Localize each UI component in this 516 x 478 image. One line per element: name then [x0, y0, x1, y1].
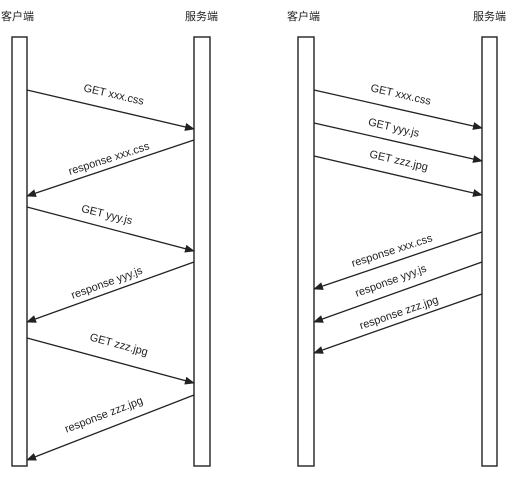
left-label-get-zzz-jpg: GET zzz.jpg — [88, 332, 149, 359]
right-server-lifeline — [481, 36, 498, 467]
left-client-header: 客户端 — [1, 9, 34, 23]
left-server-header: 服务端 — [185, 10, 218, 23]
left-panel: 客户端 服务端 GET xxx.css response xxx.css GET… — [1, 9, 218, 467]
right-arrow-get-zzz-jpg — [313, 155, 483, 197]
left-arrow-get-xxx-css — [26, 89, 195, 131]
right-arrow-response-yyy-js — [313, 261, 483, 323]
left-arrow-response-xxx-css — [26, 139, 195, 197]
right-label-get-zzz-jpg: GET zzz.jpg — [368, 149, 429, 174]
right-client-lifeline — [297, 36, 315, 467]
left-arrow-response-yyy-js — [26, 261, 195, 323]
left-arrow-get-zzz-jpg — [26, 337, 195, 385]
right-arrow-response-xxx-css — [313, 231, 483, 290]
right-server-header: 服务端 — [473, 10, 506, 23]
right-arrow-get-yyy-js — [313, 122, 483, 163]
left-server-lifeline — [193, 36, 211, 467]
left-arrow-get-yyy-js — [26, 206, 195, 253]
right-client-header: 客户端 — [287, 9, 320, 23]
left-label-get-xxx-css: GET xxx.css — [82, 82, 145, 108]
left-client-lifeline — [11, 36, 28, 467]
right-arrow-response-zzz-jpg — [313, 293, 483, 354]
right-arrow-get-xxx-css — [313, 89, 483, 130]
left-arrow-response-zzz-jpg — [26, 394, 195, 461]
right-panel: 客户端 服务端 GET xxx.css GET yyy.js GET zzz.j… — [287, 9, 506, 467]
